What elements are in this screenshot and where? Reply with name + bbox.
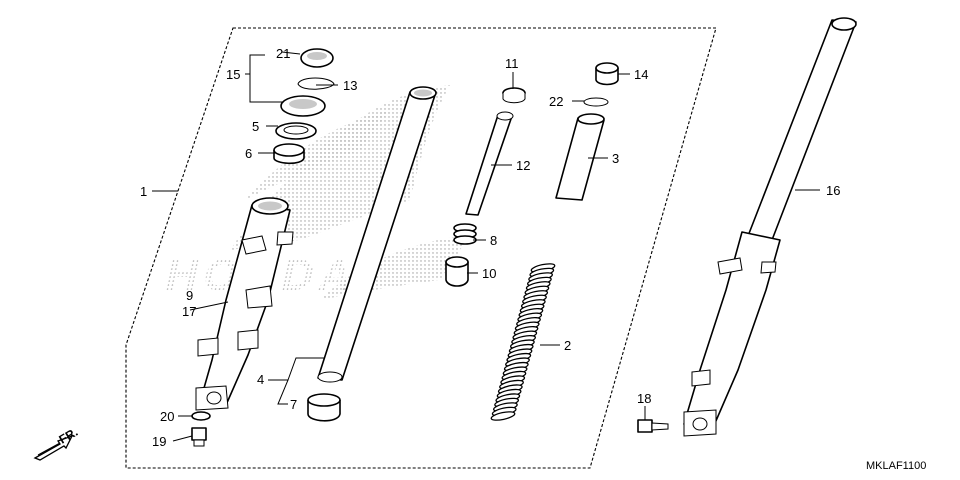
label-part-19: 19: [152, 434, 166, 449]
label-part-17: 17: [182, 304, 196, 319]
label-part-2: 2: [564, 338, 571, 353]
label-part-16: 16: [826, 183, 840, 198]
label-part-13: 13: [343, 78, 357, 93]
label-part-1: 1: [140, 184, 147, 199]
front-direction-arrow: FR.: [33, 425, 80, 461]
label-part-10: 10: [482, 266, 496, 281]
label-part-4: 4: [257, 372, 264, 387]
leader-lines: [152, 51, 820, 442]
label-part-22: 22: [549, 94, 563, 109]
piston-assembly: [445, 87, 526, 287]
seal-stack: [273, 48, 335, 165]
fork-spring: [490, 263, 556, 421]
axle-pinch-bolt: [637, 419, 669, 433]
label-part-7: 7: [290, 397, 297, 412]
fork-pipe: [317, 86, 437, 383]
label-part-20: 20: [160, 409, 174, 424]
label-part-11: 11: [505, 56, 519, 71]
label-part-6: 6: [245, 146, 252, 161]
diagram-code: MKLAF1100: [866, 460, 926, 472]
spring-coil: [490, 411, 516, 421]
fork-assembly-right: [683, 17, 857, 437]
cap-and-spacer: [555, 62, 619, 201]
label-part-5: 5: [252, 119, 259, 134]
label-part-3: 3: [612, 151, 619, 166]
label-part-14: 14: [634, 67, 648, 82]
label-part-18: 18: [637, 391, 651, 406]
label-part-21: 21: [276, 46, 290, 61]
slide-bushing: [307, 393, 341, 422]
label-part-8: 8: [490, 233, 497, 248]
label-part-12: 12: [516, 158, 530, 173]
drain-bolt-set: [191, 411, 211, 447]
label-part-9: 9: [186, 288, 193, 303]
label-part-15: 15: [226, 67, 240, 82]
fork-slider-left: [195, 197, 294, 411]
assembly-boundary: [125, 27, 717, 469]
